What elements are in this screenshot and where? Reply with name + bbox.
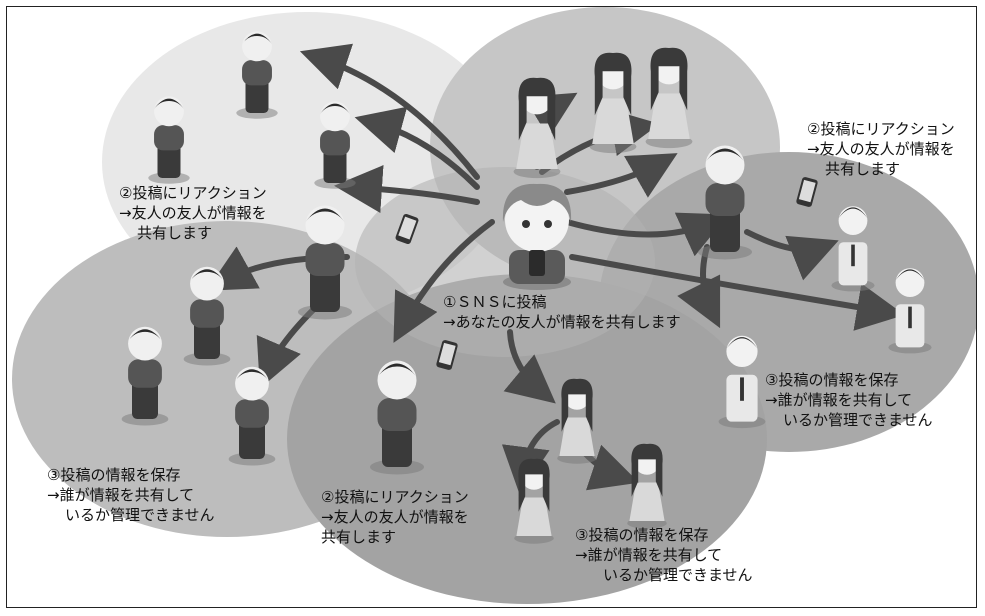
phone-icon xyxy=(395,213,419,245)
phone-icon xyxy=(436,340,458,370)
label-line: →友人の友人が情報を xyxy=(321,508,469,526)
save-label-right: ③投稿の情報を保存 →誰が情報を共有して いるか管理できません xyxy=(765,370,933,430)
label-line: ③投稿の情報を保存 xyxy=(765,371,899,389)
label-line: いるか管理できません xyxy=(603,566,753,584)
friend-girl-1 xyxy=(513,77,561,179)
reaction-label-top-left: ②投稿にリアクション →友人の友人が情報を 共有します xyxy=(119,183,267,243)
phone-icon xyxy=(796,177,818,207)
save-label-bottom: ③投稿の情報を保存 →誰が情報を共有して いるか管理できません xyxy=(575,525,753,585)
label-line: ③投稿の情報を保存 xyxy=(575,526,709,544)
label-line: →友人の友人が情報を xyxy=(119,204,267,222)
label-line: いるか管理できません xyxy=(783,411,933,429)
label-line: →誰が情報を共有して xyxy=(765,391,913,409)
label-line: 共有します xyxy=(825,160,901,178)
friend-girl-2 xyxy=(589,52,637,154)
friend-bottom-girl-3 xyxy=(627,443,667,529)
reaction-label-top-right: ②投稿にリアクション →友人の友人が情報を 共有します xyxy=(807,119,955,179)
label-line: いるか管理できません xyxy=(65,506,215,524)
label-line: 共有します xyxy=(321,528,397,546)
share-arrows xyxy=(206,43,905,495)
label-line: 共有します xyxy=(137,224,213,242)
label-line: →誰が情報を共有して xyxy=(47,486,195,504)
label-line: →友人の友人が情報を xyxy=(807,140,955,158)
reaction-label-bottom: ②投稿にリアクション →友人の友人が情報を 共有します xyxy=(321,487,469,547)
label-line: ②投稿にリアクション xyxy=(119,184,267,202)
label-line: →あなたの友人が情報を共有します xyxy=(443,313,681,331)
friend-bottom-girl-2 xyxy=(514,458,554,544)
diagram-frame: ②投稿にリアクション →友人の友人が情報を 共有します ②投稿にリアクション →… xyxy=(6,6,977,608)
post-label-center: ①ＳＮＳに投稿 →あなたの友人が情報を共有します xyxy=(443,292,681,332)
save-label-left: ③投稿の情報を保存 →誰が情報を共有して いるか管理できません xyxy=(47,465,215,525)
sns-sharing-illustration xyxy=(12,7,976,604)
label-line: →誰が情報を共有して xyxy=(575,546,723,564)
center-user xyxy=(502,183,572,290)
friend-girl-3 xyxy=(645,47,693,149)
friend-bottom-girl-1 xyxy=(557,378,597,464)
label-line: ②投稿にリアクション xyxy=(321,488,469,506)
label-line: ①ＳＮＳに投稿 xyxy=(443,293,547,311)
label-line: ②投稿にリアクション xyxy=(807,120,955,138)
label-line: ③投稿の情報を保存 xyxy=(47,466,181,484)
